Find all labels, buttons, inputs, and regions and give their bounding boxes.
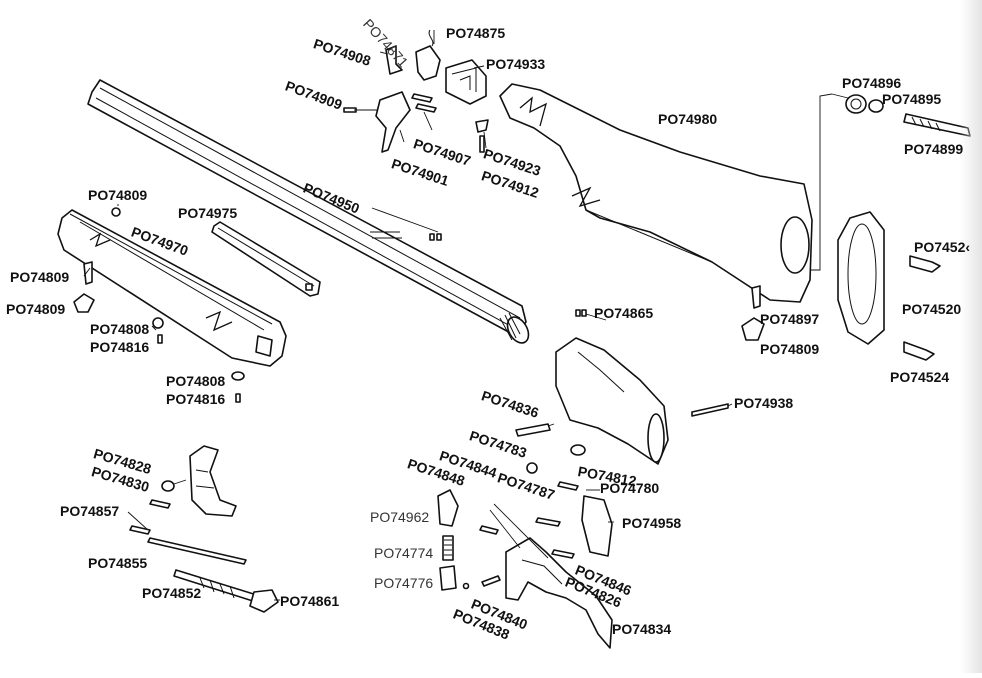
part-label-po74809-mid: PO74809 [10,269,70,285]
part-label-po74895: PO74895 [882,91,942,107]
part-label-po74524: PO74524 [890,369,950,385]
lower-action-drawing [437,481,613,649]
part-label-po74809-right: PO74809 [760,341,820,357]
sling-swivel-drawing [741,285,765,341]
part-label-po74816-b: PO74816 [166,391,226,407]
part-label-po74774: PO74774 [374,545,434,561]
buttplate-drawing [837,211,941,361]
forend-drawing [57,207,287,367]
part-label-po74816-a: PO74816 [90,339,150,355]
part-label-po74520: PO74520 [902,301,962,317]
part-label-po74896: PO74896 [842,75,902,91]
part-label-po74861: PO74861 [280,593,340,609]
part-label-po74857: PO74857 [60,503,120,519]
part-label-po74865: PO74865 [594,305,654,321]
upper-action-drawing [343,29,489,153]
part-label-po74809-top: PO74809 [88,187,148,203]
part-label-po74899: PO74899 [904,141,964,157]
part-label-po74852: PO74852 [142,585,202,601]
part-label-po74958: PO74958 [622,515,682,531]
part-label-po74875: PO74875 [446,25,506,41]
receiver-drawing [515,309,729,474]
part-label-po74780: PO74780 [600,480,660,496]
scan-edge-shade [960,0,982,673]
rib-drawing [211,221,321,297]
part-label-po7452x: PO7452‹ [914,239,971,255]
part-label-po74855: PO74855 [88,555,148,571]
part-label-po74808-b: PO74808 [166,373,226,389]
part-label-po74809-low: PO74809 [6,301,66,317]
part-label-po74834: PO74834 [612,621,672,637]
part-label-po74962: PO74962 [370,509,430,525]
part-label-po74933: PO74933 [486,56,546,72]
leader-lines [83,30,849,601]
part-label-po74808-a: PO74808 [90,321,150,337]
part-label-po74938: PO74938 [734,395,794,411]
stock-drawing [499,83,813,303]
part-label-po74897: PO74897 [760,311,820,327]
forend-screws [73,261,245,403]
barrel-drawing [87,79,530,344]
part-label-po74975: PO74975 [178,205,238,221]
lower-left-assembly-drawing [129,445,279,613]
part-label-po74980: PO74980 [658,111,718,127]
part-label-po74776: PO74776 [374,575,434,591]
